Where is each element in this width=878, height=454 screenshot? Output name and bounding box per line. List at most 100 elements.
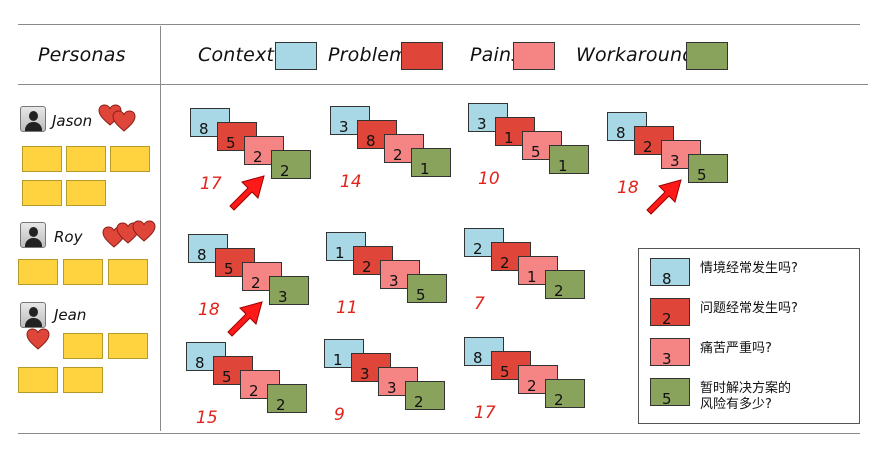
card-value: 2 <box>643 138 653 156</box>
sticky-note <box>108 259 148 285</box>
sticky-note <box>110 146 150 172</box>
card-value: 2 <box>249 382 259 400</box>
workaround-card <box>269 276 309 305</box>
avatar-jason <box>20 106 46 132</box>
card-value: 2 <box>362 258 372 276</box>
priority-score: 17 <box>474 403 496 423</box>
legend-label-context: Context <box>198 44 275 66</box>
card-value: 1 <box>504 129 514 147</box>
card-value: 1 <box>333 351 343 369</box>
bottom-border-line <box>18 433 860 434</box>
persona-name-jason: Jason <box>52 112 93 130</box>
card-value: 8 <box>195 354 205 372</box>
workaround-card <box>688 154 728 183</box>
avatar-jean <box>20 302 46 328</box>
priority-score: 18 <box>617 178 639 198</box>
legend-panel-value: 8 <box>662 270 672 288</box>
priority-score: 9 <box>334 405 345 425</box>
avatar-body <box>25 122 42 131</box>
card-value: 2 <box>473 240 483 258</box>
priority-score: 15 <box>196 408 218 428</box>
legend-panel-swatch-workaround <box>650 378 690 406</box>
sticky-note <box>66 180 106 206</box>
card-value: 8 <box>473 349 483 367</box>
card-value: 2 <box>253 148 263 166</box>
card-value: 2 <box>554 282 564 300</box>
legend-label-problem: Problem <box>328 44 408 66</box>
card-value: 1 <box>527 268 537 286</box>
highlight-arrow-icon <box>229 175 265 211</box>
sticky-note <box>22 146 62 172</box>
persona-name-roy: Roy <box>54 228 83 246</box>
legend-panel-question-pains: 痛苦严重吗? <box>700 341 772 356</box>
avatar-head <box>29 111 38 121</box>
card-value: 1 <box>335 244 345 262</box>
workaround-card <box>411 148 451 177</box>
legend-panel-question-workaround: 暂时解决方案的 风险有多少? <box>700 381 792 413</box>
sticky-note <box>18 367 58 393</box>
priority-score: 14 <box>340 172 362 192</box>
priority-score: 17 <box>200 174 222 194</box>
workaround-card <box>545 270 585 299</box>
sticky-note <box>63 333 103 359</box>
sticky-note <box>108 333 148 359</box>
legend-label-workaround: Workaround <box>576 44 695 66</box>
legend-panel-swatch-context <box>650 258 690 286</box>
card-value: 3 <box>278 288 288 306</box>
legend-panel-swatch-problem <box>650 298 690 326</box>
column-divider-line <box>160 26 161 431</box>
card-value: 8 <box>199 120 209 138</box>
card-value: 2 <box>251 274 261 292</box>
workaround-card <box>407 274 447 303</box>
priority-score: 7 <box>474 294 485 314</box>
persona-name-jean: Jean <box>54 306 87 324</box>
priority-score: 11 <box>336 298 358 318</box>
legend-label-pains: Pains <box>470 44 522 66</box>
legend-panel-value: 3 <box>662 350 672 368</box>
heart-icon <box>112 110 136 132</box>
card-value: 2 <box>554 391 564 409</box>
header-divider-line <box>18 84 868 85</box>
avatar-body <box>25 318 42 327</box>
avatar-body <box>25 238 42 247</box>
legend-swatch-pains <box>513 42 555 70</box>
sticky-note <box>63 259 103 285</box>
card-value: 5 <box>224 260 234 278</box>
workaround-card <box>405 381 445 410</box>
card-value: 8 <box>366 132 376 150</box>
legend-panel-value: 5 <box>662 390 672 408</box>
card-value: 8 <box>197 246 207 264</box>
legend-panel-question-context: 情境经常发生吗? <box>700 261 798 276</box>
card-value: 2 <box>527 377 537 395</box>
card-value: 5 <box>500 363 510 381</box>
avatar-roy <box>20 222 46 248</box>
legend-swatch-problem <box>401 42 443 70</box>
workaround-card <box>267 384 307 413</box>
card-value: 5 <box>531 143 541 161</box>
card-value: 5 <box>226 134 236 152</box>
avatar-head <box>29 227 38 237</box>
workaround-card <box>271 150 311 179</box>
sticky-note <box>63 367 103 393</box>
sticky-note <box>22 180 62 206</box>
card-value: 5 <box>222 368 232 386</box>
card-value: 1 <box>558 157 568 175</box>
card-value: 2 <box>276 396 286 414</box>
heart-icon <box>26 328 50 350</box>
card-value: 2 <box>393 146 403 164</box>
card-value: 3 <box>477 115 487 133</box>
legend-swatch-workaround <box>686 42 728 70</box>
card-value: 3 <box>339 118 349 136</box>
card-value: 3 <box>670 152 680 170</box>
priority-score: 18 <box>198 300 220 320</box>
workaround-card <box>549 145 589 174</box>
legend-panel-value: 2 <box>662 310 672 328</box>
highlight-arrow-icon <box>227 301 263 337</box>
card-value: 5 <box>697 166 707 184</box>
card-value: 3 <box>389 272 399 290</box>
legend-panel-swatch-pains <box>650 338 690 366</box>
personas-header: Personas <box>38 44 126 66</box>
sticky-note <box>18 259 58 285</box>
card-value: 3 <box>387 379 397 397</box>
sticky-note <box>66 146 106 172</box>
